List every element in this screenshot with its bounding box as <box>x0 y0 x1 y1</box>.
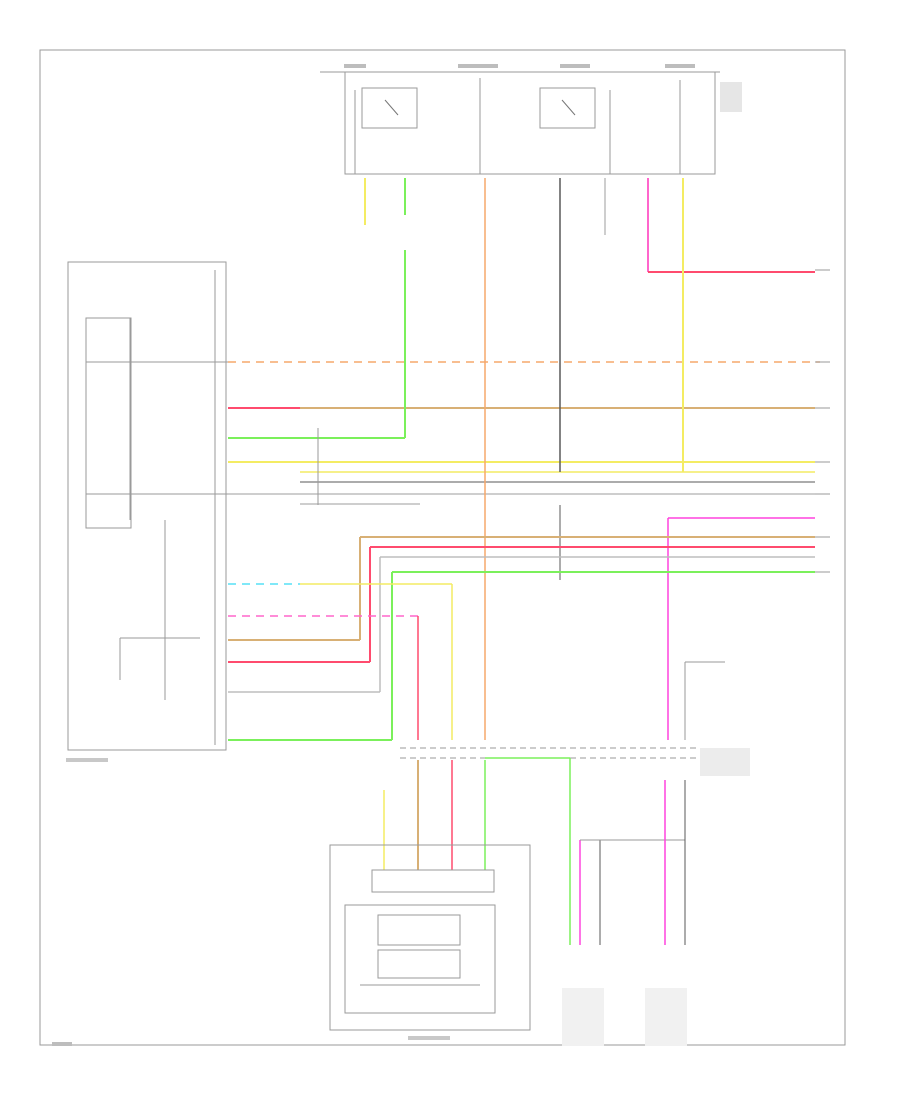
relay-right <box>539 87 596 129</box>
relay-left-contact <box>384 99 399 116</box>
switch-output-wires <box>86 250 820 505</box>
seat-assembly-caption <box>408 1036 450 1040</box>
seat-heater-assembly <box>329 844 531 1040</box>
fuse-label-2 <box>458 64 498 68</box>
switch-lower-wires <box>228 583 453 741</box>
page-id-mark <box>52 1042 72 1046</box>
seat-assembly-outline <box>329 844 531 1031</box>
heater-element-box <box>344 904 496 1014</box>
junction-block-note <box>720 82 742 112</box>
seat-heater-switch <box>66 261 227 762</box>
switch-caption-bar <box>66 758 108 762</box>
connectors <box>400 661 750 945</box>
vertical-feeds <box>364 178 815 740</box>
fuse-label-3 <box>560 64 590 68</box>
relay-left <box>361 87 418 129</box>
fuse-label-1 <box>344 64 366 68</box>
right-edge-terminals <box>815 269 830 573</box>
heater-feeds <box>383 760 686 945</box>
thermistor-box <box>377 914 461 946</box>
lower-bus-wires <box>359 517 815 740</box>
junction-block-outline <box>344 71 716 175</box>
switch-upper-section <box>85 317 132 529</box>
switch-outline <box>67 261 227 751</box>
fuse-relay-block <box>320 64 742 175</box>
relay-right-contact <box>561 99 576 116</box>
diagram-frame <box>39 49 846 1046</box>
heater-control-unit <box>371 869 495 893</box>
seat-cushion-heater <box>377 949 461 979</box>
connector-note <box>700 748 750 776</box>
module-a-label-block <box>562 988 604 1046</box>
fuse-label-4 <box>665 64 695 68</box>
module-b-label-block <box>645 988 687 1046</box>
module-labels <box>52 988 687 1046</box>
